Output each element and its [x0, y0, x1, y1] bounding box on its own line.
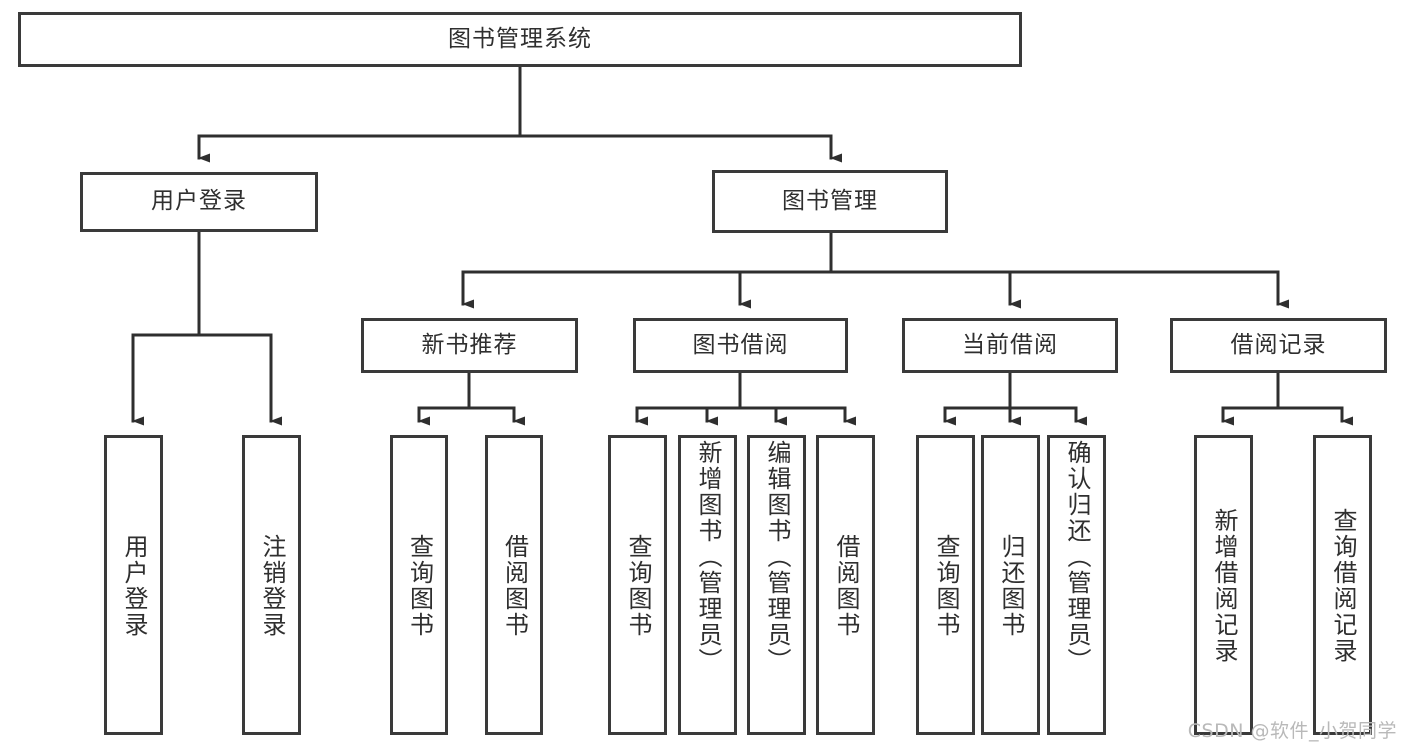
leaf-confirm-return[interactable]: 确认归还（管理员） [1047, 435, 1106, 735]
node-borrow-record[interactable]: 借阅记录 [1170, 318, 1387, 373]
leaf-query-book-1-label: 查询图书 [405, 534, 434, 638]
leaf-confirm-return-label: 确认归还（管理员） [1062, 440, 1091, 674]
node-book-borrow-label: 图书借阅 [692, 331, 789, 358]
node-borrow-record-label: 借阅记录 [1230, 331, 1327, 358]
leaf-logout-login-label: 注销登录 [257, 534, 286, 638]
leaf-user-login[interactable]: 用户登录 [104, 435, 163, 735]
leaf-edit-book[interactable]: 编辑图书（管理员） [747, 435, 806, 735]
leaf-query-book-3-label: 查询图书 [931, 534, 960, 638]
node-new-book-recommend[interactable]: 新书推荐 [361, 318, 578, 373]
node-current-borrow-label: 当前借阅 [962, 331, 1058, 358]
leaf-edit-book-label: 编辑图书（管理员） [762, 440, 791, 674]
leaf-add-book-label: 新增图书（管理员） [693, 440, 722, 674]
leaf-query-record[interactable]: 查询借阅记录 [1313, 435, 1372, 735]
node-current-borrow[interactable]: 当前借阅 [902, 318, 1118, 373]
leaf-query-book-1[interactable]: 查询图书 [390, 435, 448, 735]
node-user-login[interactable]: 用户登录 [80, 172, 318, 232]
leaf-query-book-2[interactable]: 查询图书 [608, 435, 667, 735]
node-root[interactable]: 图书管理系统 [18, 12, 1022, 67]
leaf-query-book-3[interactable]: 查询图书 [916, 435, 975, 735]
node-root-label: 图书管理系统 [448, 25, 592, 52]
leaf-user-login-label: 用户登录 [119, 534, 148, 638]
leaf-query-record-label: 查询借阅记录 [1328, 508, 1357, 664]
leaf-add-book[interactable]: 新增图书（管理员） [678, 435, 737, 735]
leaf-add-record[interactable]: 新增借阅记录 [1194, 435, 1253, 735]
leaf-borrow-book-1-label: 借阅图书 [500, 534, 529, 638]
leaf-add-record-label: 新增借阅记录 [1209, 508, 1238, 664]
node-book-borrow[interactable]: 图书借阅 [633, 318, 848, 373]
leaf-return-book-label: 归还图书 [996, 534, 1025, 638]
leaf-borrow-book-2[interactable]: 借阅图书 [816, 435, 875, 735]
leaf-borrow-book-2-label: 借阅图书 [831, 534, 860, 638]
leaf-query-book-2-label: 查询图书 [623, 534, 652, 638]
leaf-logout-login[interactable]: 注销登录 [242, 435, 301, 735]
node-user-login-label: 用户登录 [151, 188, 247, 215]
leaf-borrow-book-1[interactable]: 借阅图书 [485, 435, 543, 735]
node-book-manage[interactable]: 图书管理 [712, 170, 948, 233]
node-new-book-recommend-label: 新书推荐 [421, 331, 518, 358]
leaf-return-book[interactable]: 归还图书 [981, 435, 1040, 735]
node-book-manage-label: 图书管理 [782, 187, 878, 214]
